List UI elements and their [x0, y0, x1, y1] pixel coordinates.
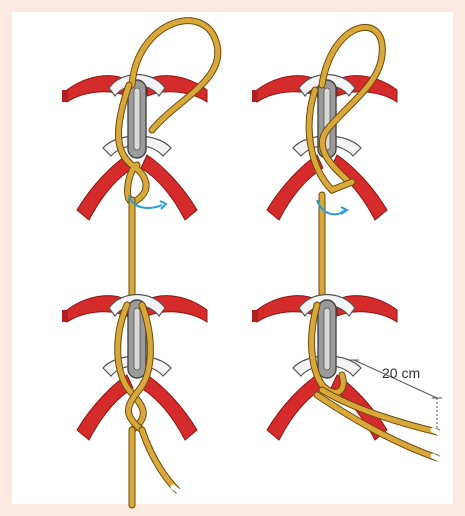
step-3-illustration: [62, 295, 207, 506]
step-4-illustration: 20 cm: [252, 295, 442, 461]
measurement-label: 20 cm: [382, 365, 420, 381]
